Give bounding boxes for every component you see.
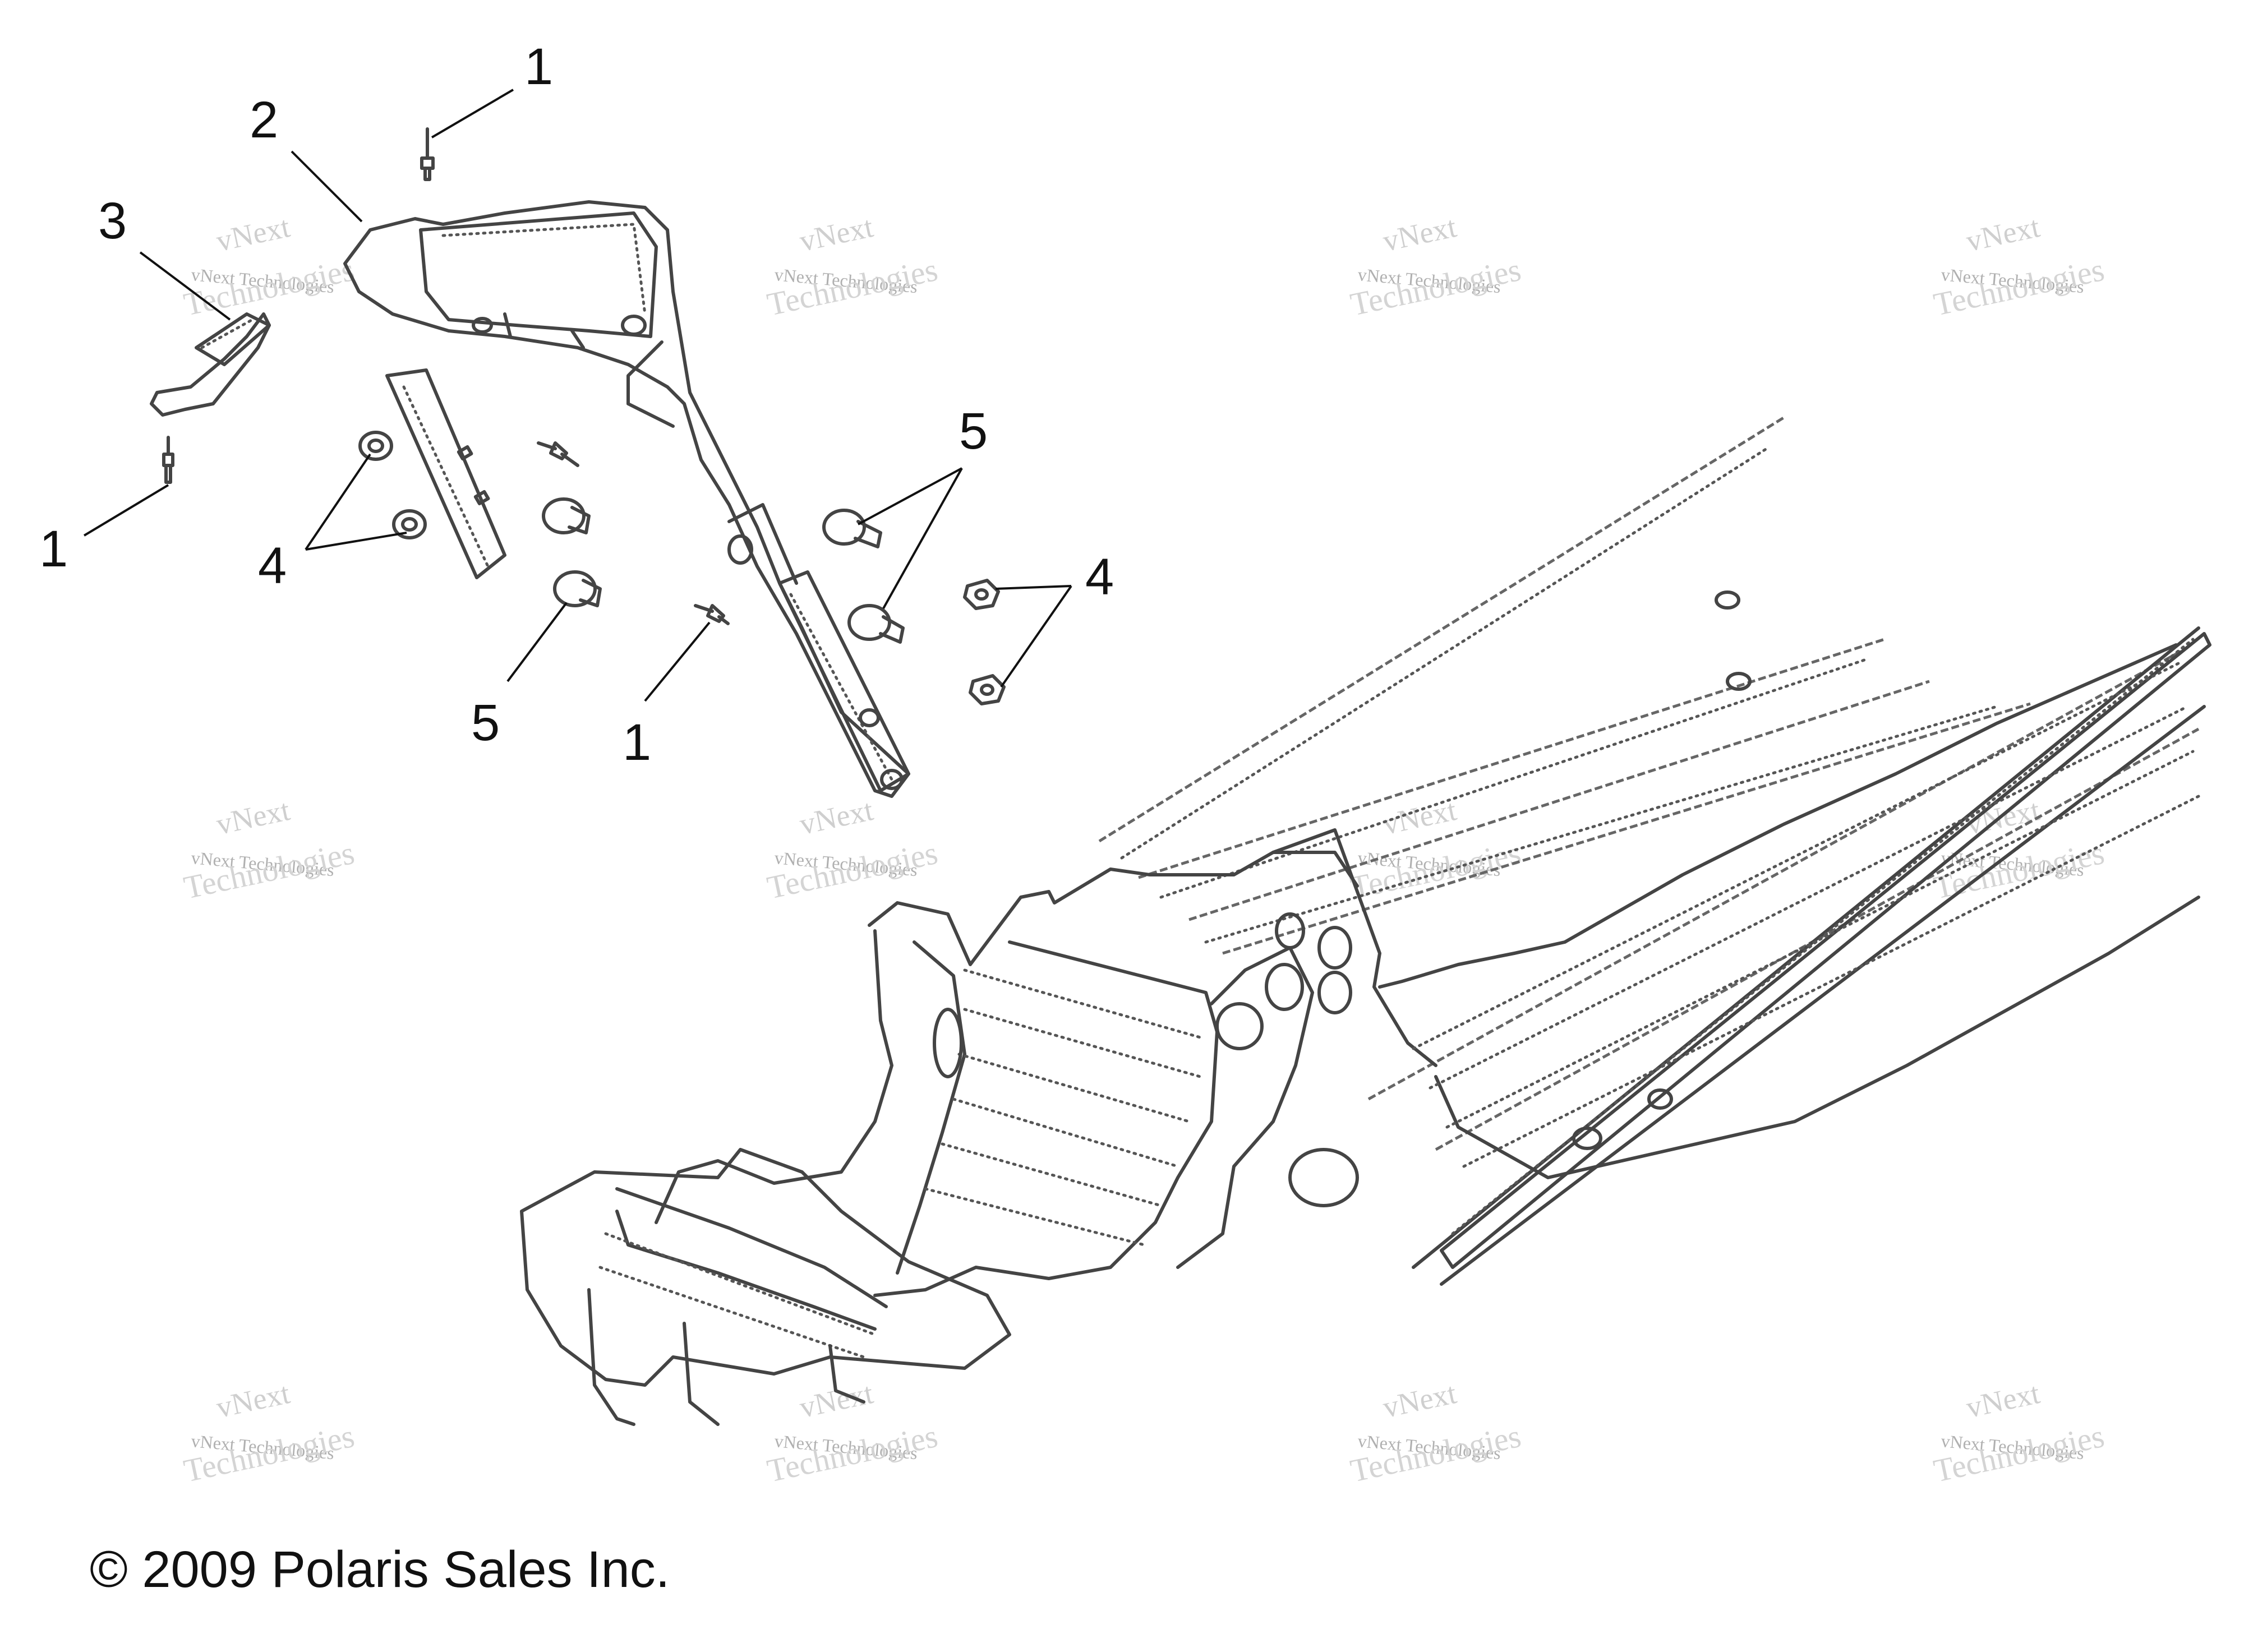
- nut-4d: [969, 674, 1006, 705]
- callout-labels: 1 2 3 1 4 5 4 5 1: [39, 38, 1114, 771]
- svg-text:vNext: vNext: [213, 210, 293, 258]
- svg-text:Technologies: Technologies: [181, 834, 357, 906]
- chassis-frame: [520, 416, 2211, 1426]
- bolt-5c: [822, 509, 882, 548]
- svg-text:Technologies: Technologies: [181, 251, 357, 323]
- svg-text:vNext: vNext: [796, 793, 876, 841]
- bolt-5b: [553, 570, 602, 607]
- svg-text:vNext: vNext: [1963, 210, 2043, 258]
- svg-text:Technologies: Technologies: [1347, 834, 1524, 906]
- svg-text:vNext: vNext: [1380, 1376, 1459, 1424]
- watermark: vNext vNext Technologies Technologies: [1347, 1376, 1524, 1489]
- bolt-5d: [847, 604, 905, 644]
- callout-3: 3: [98, 192, 127, 250]
- watermark: vNext vNext Technologies Technologies: [181, 1376, 357, 1489]
- watermark: vNext vNext Technologies Technologies: [1347, 793, 1524, 906]
- callout-4: 4: [258, 537, 287, 594]
- callout-1: 1: [623, 714, 651, 771]
- bolt-5a: [542, 497, 591, 534]
- svg-text:Technologies: Technologies: [1930, 1418, 2107, 1489]
- rivet-top: [420, 127, 435, 181]
- svg-text:vNext: vNext: [213, 1376, 293, 1424]
- callout-1: 1: [39, 520, 68, 578]
- svg-text:vNext: vNext: [1380, 210, 1459, 258]
- svg-text:vNext: vNext: [1963, 1376, 2043, 1424]
- rivet-center: [694, 604, 730, 625]
- nut-4a: [358, 431, 393, 461]
- watermark: vNext vNext Technologies Technologies: [764, 793, 941, 906]
- watermark-grid: vNext vNext Technologies Technologies vN…: [181, 210, 2107, 1489]
- callout-2: 2: [250, 91, 278, 149]
- watermark: vNext vNext Technologies Technologies: [181, 793, 357, 906]
- callout-1: 1: [524, 38, 553, 95]
- leader-lines: [83, 89, 1072, 702]
- watermark: vNext vNext Technologies Technologies: [1930, 793, 2107, 906]
- svg-text:vNext: vNext: [213, 793, 293, 841]
- watermark: vNext vNext Technologies Technologies: [1930, 210, 2107, 323]
- steering-post-frame: [343, 200, 910, 798]
- svg-text:Technologies: Technologies: [1347, 251, 1524, 323]
- callout-5: 5: [471, 694, 500, 751]
- copyright-text: © 2009 Polaris Sales Inc.: [90, 1541, 670, 1598]
- svg-text:Technologies: Technologies: [764, 251, 941, 323]
- watermark: vNext vNext Technologies Technologies: [764, 210, 941, 323]
- callout-4: 4: [1085, 548, 1114, 606]
- bracket: [150, 312, 271, 417]
- watermark: vNext vNext Technologies Technologies: [181, 210, 357, 323]
- svg-text:Technologies: Technologies: [764, 1418, 941, 1489]
- svg-text:vNext: vNext: [796, 210, 876, 258]
- svg-text:Technologies: Technologies: [1930, 251, 2107, 323]
- copyright-notice: © 2009 Polaris Sales Inc.: [90, 1541, 670, 1598]
- svg-text:Technologies: Technologies: [181, 1418, 357, 1489]
- rivet-left: [162, 436, 174, 484]
- watermark: vNext vNext Technologies Technologies: [1347, 210, 1524, 323]
- watermark: vNext vNext Technologies Technologies: [1930, 1376, 2107, 1489]
- callout-5: 5: [959, 403, 988, 460]
- svg-text:Technologies: Technologies: [1347, 1418, 1524, 1489]
- nut-4c: [963, 579, 1000, 610]
- fasteners: [162, 127, 1006, 705]
- rivet-mid: [537, 441, 579, 467]
- nut-4b: [392, 509, 427, 539]
